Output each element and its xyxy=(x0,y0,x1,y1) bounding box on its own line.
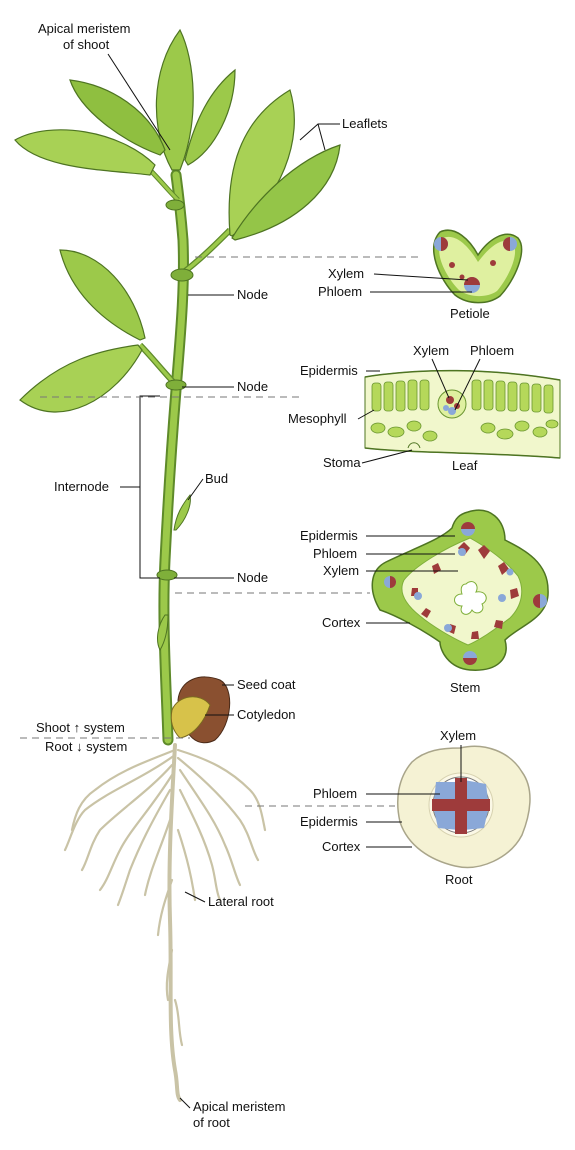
node-swelling xyxy=(156,569,178,581)
leaf-cross-section xyxy=(364,369,561,459)
label-bud: Bud xyxy=(205,471,228,486)
leaflet xyxy=(69,79,166,156)
label-leaf-phloem: Phloem xyxy=(470,343,514,358)
petiole-cross-section xyxy=(433,229,523,304)
label-stoma: Stoma xyxy=(323,455,361,470)
label-leaflets: Leaflets xyxy=(342,116,388,131)
leaflet xyxy=(19,344,143,413)
label-root-phloem: Phloem xyxy=(313,786,357,801)
label-node-2: Node xyxy=(237,379,268,394)
root-system-drawing xyxy=(63,743,267,1102)
label-apical-meristem-shoot: of shoot xyxy=(63,37,110,52)
node-swelling xyxy=(165,199,185,211)
label-internode: Internode xyxy=(54,479,109,494)
leaflet xyxy=(184,68,236,166)
section-connectors xyxy=(40,256,420,807)
xylem-cross xyxy=(432,778,490,834)
plant-illustration xyxy=(14,28,341,1102)
label-apical-meristem-root: of root xyxy=(193,1115,230,1130)
label-node-1: Node xyxy=(237,287,268,302)
leaflet xyxy=(14,129,156,176)
label-seed-coat: Seed coat xyxy=(237,677,296,692)
label-node-3: Node xyxy=(237,570,268,585)
pith xyxy=(454,581,487,615)
label-mesophyll: Mesophyll xyxy=(288,411,347,426)
label-root-xylem: Xylem xyxy=(440,728,476,743)
label-cotyledon: Cotyledon xyxy=(237,707,296,722)
bud-drawing xyxy=(173,493,191,531)
phloem-bundles xyxy=(434,780,488,830)
label-stem: Stem xyxy=(450,680,480,695)
label-shoot-system: Shoot ↑ system xyxy=(36,720,125,735)
stem-cross-section xyxy=(371,509,549,671)
label-root: Root xyxy=(445,872,473,887)
label-stem-phloem: Phloem xyxy=(313,546,357,561)
node-swelling xyxy=(165,379,187,391)
label-root-epidermis: Epidermis xyxy=(300,814,358,829)
leaflet xyxy=(59,249,146,341)
node-swelling xyxy=(170,268,194,282)
leaves xyxy=(14,28,341,413)
cotyledon-drawing xyxy=(170,696,211,739)
label-petiole-xylem: Xylem xyxy=(328,266,364,281)
label-stem-xylem: Xylem xyxy=(323,563,359,578)
label-apical-meristem-shoot: Apical meristem xyxy=(38,21,130,36)
root-cross-section xyxy=(397,745,531,869)
leaflet xyxy=(231,144,341,241)
label-cortex: Cortex xyxy=(322,615,361,630)
label-apical-meristem-root: Apical meristem xyxy=(193,1099,285,1114)
label-petiole: Petiole xyxy=(450,306,490,321)
label-leaf-xylem: Xylem xyxy=(413,343,449,358)
label-lateral-root: Lateral root xyxy=(208,894,274,909)
plant-labels: Apical meristem of shoot Leaflets Node N… xyxy=(20,21,388,1130)
label-leaf: Leaf xyxy=(452,458,478,473)
leaflet xyxy=(155,28,194,171)
label-petiole-phloem: Phloem xyxy=(318,284,362,299)
label-leaf-epidermis: Epidermis xyxy=(300,363,358,378)
label-root-system: Root ↓ system xyxy=(45,739,127,754)
vascular-bundles xyxy=(411,542,519,639)
label-stem-epidermis: Epidermis xyxy=(300,528,358,543)
label-root-cortex: Cortex xyxy=(322,839,361,854)
